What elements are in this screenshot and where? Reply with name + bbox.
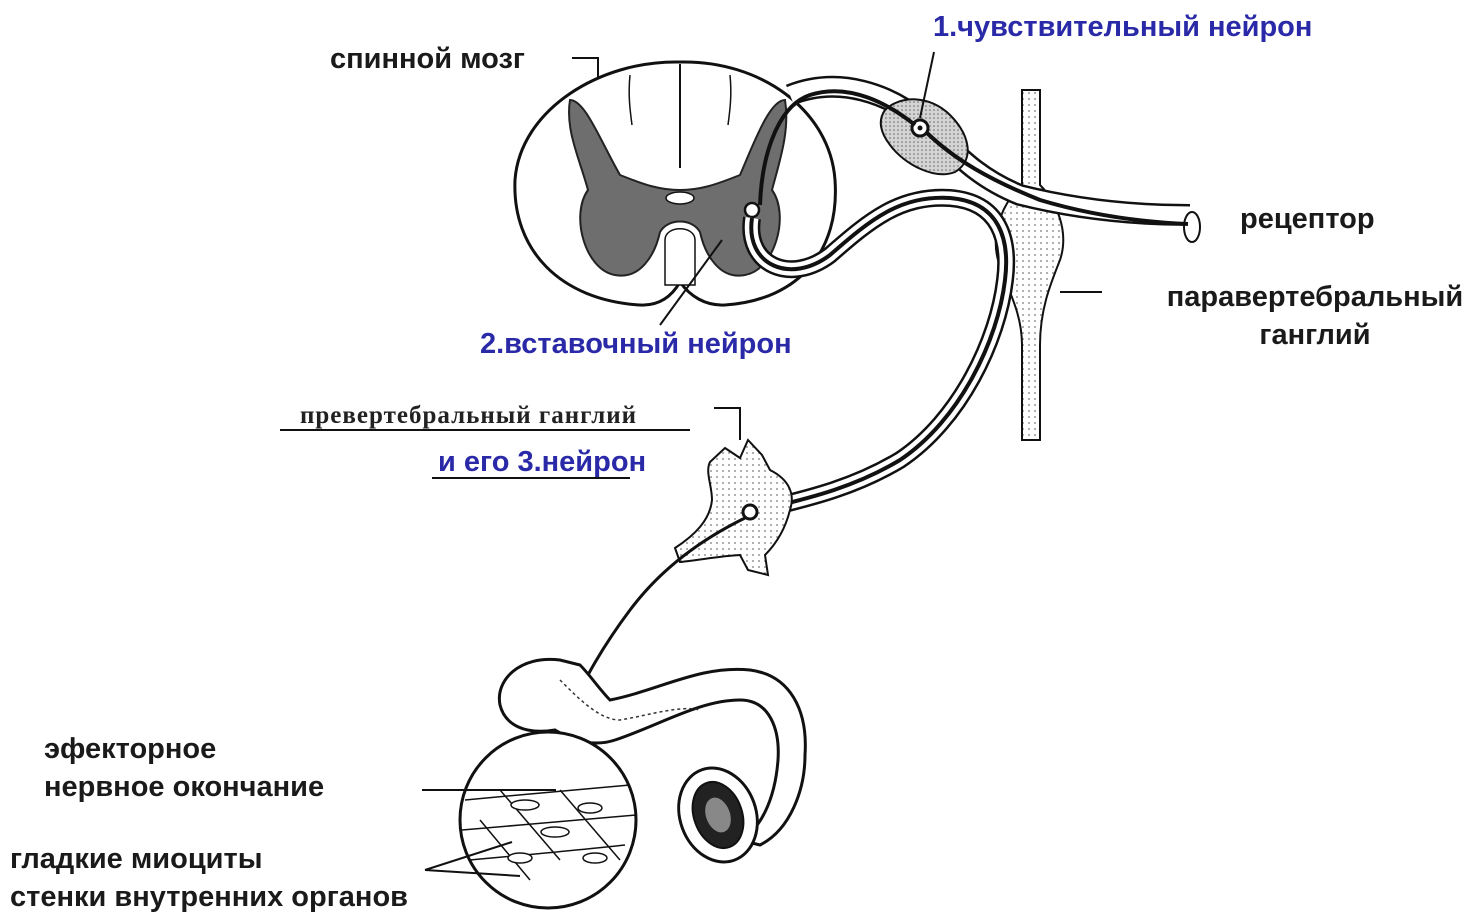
interneuron-body [745, 203, 759, 217]
label-effector-line-1: эфекторное [44, 730, 324, 768]
label-paravertebral-ganglion: паравертебральный ганглий [1150, 278, 1480, 354]
label-paravertebral-line-2: ганглий [1150, 316, 1480, 354]
magnified-effector-view [460, 732, 636, 908]
label-myocytes-line-2: стенки внутренних органов [10, 878, 408, 916]
label-myocytes-line-1: гладкие миоциты [10, 840, 408, 878]
label-paravertebral-line-1: паравертебральный [1150, 278, 1480, 316]
label-effector-ending: эфекторное нервное окончание [44, 730, 324, 806]
label-receptor: рецептор [1240, 200, 1375, 238]
receptor-end [1184, 212, 1200, 242]
label-prevertebral-ganglion: превертебральный ганглий [300, 397, 637, 435]
label-spinal-cord: спинной мозг [330, 40, 525, 78]
third-neuron-body [743, 505, 757, 519]
label-interneuron: 2.вставочный нейрон [480, 325, 792, 363]
label-effector-line-2: нервное окончание [44, 768, 324, 806]
prevertebral-ganglion [675, 440, 792, 575]
label-sensory-neuron: 1.чувствительный нейрон [933, 8, 1312, 46]
spinal-cord-leader [572, 58, 598, 78]
prevertebral-leader [714, 408, 740, 440]
label-smooth-myocytes: гладкие миоциты стенки внутренних органо… [10, 840, 408, 916]
label-third-neuron: и его 3.нейрон [438, 443, 646, 481]
